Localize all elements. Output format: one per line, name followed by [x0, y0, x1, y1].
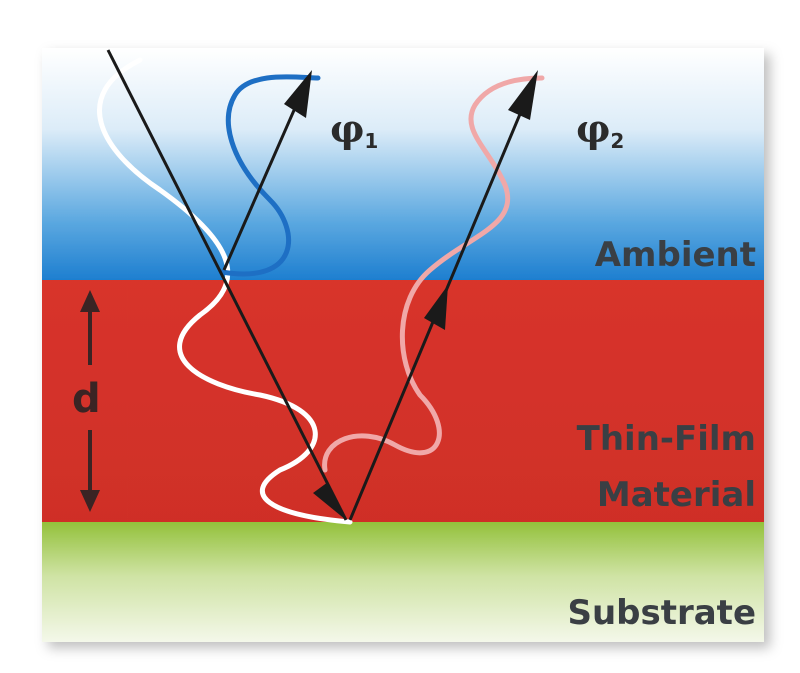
- reflected-wave-2: [322, 75, 545, 473]
- phi1-label: φ1: [330, 106, 378, 153]
- thin-film-label-line2: Material: [597, 475, 756, 515]
- reflected-ray-1: [222, 91, 304, 271]
- incident-wave: [97, 57, 353, 525]
- reflected-ray-2-arrowhead: [508, 70, 538, 120]
- phi1-subscript: 1: [364, 129, 378, 153]
- reflected-wave-1: [219, 74, 321, 277]
- reflected-ray-2-mid-arrowhead: [424, 285, 448, 330]
- phi1-symbol: φ: [330, 106, 364, 151]
- substrate-label: Substrate: [567, 593, 756, 633]
- phi2-label: φ2: [576, 106, 624, 153]
- ambient-label: Ambient: [595, 235, 756, 275]
- incident-ray: [106, 49, 348, 521]
- reflected-ray-1-arrowhead: [284, 70, 312, 118]
- thickness-label: d: [72, 376, 101, 422]
- incident-ray-arrowhead: [313, 482, 346, 520]
- phi2-subscript: 2: [610, 129, 624, 153]
- substrate-layer: [42, 522, 764, 642]
- phi2-symbol: φ: [576, 106, 610, 151]
- ambient-layer: [42, 48, 764, 280]
- thickness-indicator: d: [72, 290, 101, 512]
- thin-film-label-line1: Thin-Film: [577, 419, 756, 459]
